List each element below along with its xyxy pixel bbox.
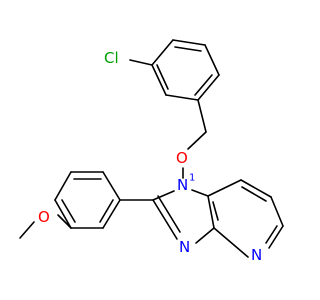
methoxyphenyl-ring xyxy=(54,171,121,229)
double-bond-inner xyxy=(241,186,267,202)
ether-oxygen-label: O xyxy=(176,149,188,167)
bond xyxy=(270,196,284,227)
bond xyxy=(172,39,206,46)
bond xyxy=(197,74,220,101)
bond-ring-ch2 xyxy=(197,99,207,133)
double-bond-inner xyxy=(156,64,169,90)
chlorine-label: Cl xyxy=(104,49,119,67)
bond xyxy=(102,171,121,201)
bond xyxy=(240,179,272,198)
chlorophenyl-ring xyxy=(151,39,220,101)
double-bond-inner xyxy=(212,201,219,221)
bond xyxy=(207,179,242,197)
bond xyxy=(207,195,215,229)
bond xyxy=(213,227,249,258)
bond xyxy=(151,39,174,66)
imidazole-ring xyxy=(152,189,215,244)
double-bond-inner xyxy=(265,225,278,244)
bond xyxy=(268,225,284,249)
methoxy-oxygen-label: O xyxy=(38,208,50,226)
double-bond-inner xyxy=(99,199,114,223)
bond xyxy=(165,94,199,101)
bond xyxy=(151,64,167,96)
bond xyxy=(191,189,209,197)
imine-nitrogen-label: N xyxy=(179,238,190,256)
bond xyxy=(102,199,121,229)
n1-locant-label: 1 xyxy=(189,173,195,184)
bond-ch2-o xyxy=(187,131,207,150)
bond-c-cl xyxy=(129,59,153,66)
double-bond-inner xyxy=(61,199,76,223)
pyridine-nitrogen-label: N xyxy=(251,246,262,264)
double-bond-inner xyxy=(157,195,181,233)
bond xyxy=(54,199,72,229)
double-bond-inner xyxy=(174,46,202,52)
bond xyxy=(195,227,215,244)
bond xyxy=(54,171,72,201)
double-bond-inner xyxy=(194,74,213,96)
n1-label: N xyxy=(177,176,188,194)
bond-ring-o-methoxy xyxy=(57,214,72,229)
pyridine-ring xyxy=(207,179,284,258)
bond-o-methyl xyxy=(19,221,35,239)
molecule-structure-diagram: Cl O N 1 N N O xyxy=(19,39,284,264)
bond xyxy=(204,44,220,76)
bond xyxy=(152,199,178,240)
bond xyxy=(152,190,175,201)
